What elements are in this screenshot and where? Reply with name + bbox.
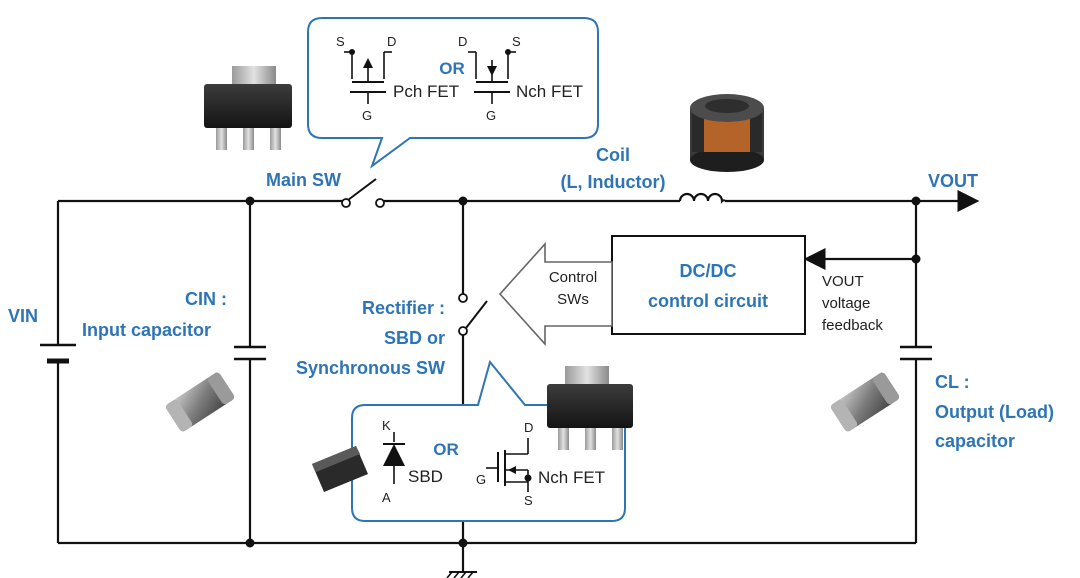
fet-s-label: S	[524, 493, 533, 508]
cl-title-label: CL :	[935, 372, 970, 392]
nch-top-g-label: G	[486, 108, 496, 123]
vout-label: VOUT	[928, 171, 978, 191]
sbd-k-label: K	[382, 418, 391, 433]
rectifier-label-2: SBD or	[384, 328, 445, 348]
rectifier-package-image	[547, 366, 633, 450]
pch-fet-label: Pch FET	[393, 82, 459, 101]
fet-d-label: D	[524, 420, 533, 435]
bottom-or-label: OR	[433, 440, 459, 459]
cin-capacitor-symbol	[234, 345, 266, 361]
junction-dots	[245, 196, 921, 548]
control-sws-label-2: SWs	[557, 291, 589, 308]
nch-top-s-label: S	[512, 34, 521, 49]
cl-subtitle-label-1: Output (Load)	[935, 402, 1054, 422]
feedback-label-3: feedback	[822, 317, 883, 334]
pch-fet-symbol	[344, 49, 392, 104]
sbd-label: SBD	[408, 467, 443, 486]
ground-symbol	[446, 571, 477, 578]
cl-capacitor-symbol	[900, 345, 932, 361]
pch-s-label: S	[336, 34, 345, 49]
feedback-label-2: voltage	[822, 295, 870, 312]
main-sw-label: Main SW	[266, 170, 341, 190]
control-sws-label-1: Control	[549, 269, 597, 286]
vin-label: VIN	[8, 306, 38, 326]
sbd-a-label: A	[382, 490, 391, 505]
cl-subtitle-label-2: capacitor	[935, 431, 1015, 451]
top-callout-bubble	[307, 17, 599, 169]
nch-fet-top-symbol	[468, 49, 516, 104]
top-or-label: OR	[439, 59, 465, 78]
nch-top-d-label: D	[458, 34, 467, 49]
control-sws-arrow	[498, 241, 613, 347]
rectifier-label-1: Rectifier :	[362, 298, 445, 318]
vin-battery-symbol	[40, 343, 76, 364]
sbd-diode-symbol	[383, 432, 405, 484]
pch-d-label: D	[387, 34, 396, 49]
nch-top-fet-label: Nch FET	[516, 82, 583, 101]
cl-capacitor-image	[830, 372, 900, 432]
nch-fet-bottom-symbol	[486, 438, 532, 492]
control-circuit-box	[611, 235, 806, 335]
main-sw-package-image	[204, 66, 292, 150]
coil-title-label: Coil	[596, 145, 630, 165]
fet-g-label: G	[476, 472, 486, 487]
cin-subtitle-label: Input capacitor	[82, 320, 211, 340]
cin-capacitor-image	[165, 372, 235, 432]
inductor-symbol	[678, 192, 726, 204]
coil-subtitle-label: (L, Inductor)	[561, 172, 666, 192]
rectifier-switch-symbol	[458, 293, 488, 336]
pch-g-label: G	[362, 108, 372, 123]
rectifier-label-3: Synchronous SW	[296, 358, 445, 378]
inductor-package-image	[690, 94, 764, 172]
main-switch-symbol	[341, 178, 385, 208]
circuit-wiring	[56, 190, 980, 572]
control-circuit-subtitle: control circuit	[648, 291, 768, 311]
control-circuit-title: DC/DC	[680, 261, 737, 281]
cin-title-label: CIN :	[185, 289, 227, 309]
feedback-label-1: VOUT	[822, 273, 864, 290]
nch-bottom-fet-label: Nch FET	[538, 468, 605, 487]
sbd-package-image	[312, 446, 368, 492]
